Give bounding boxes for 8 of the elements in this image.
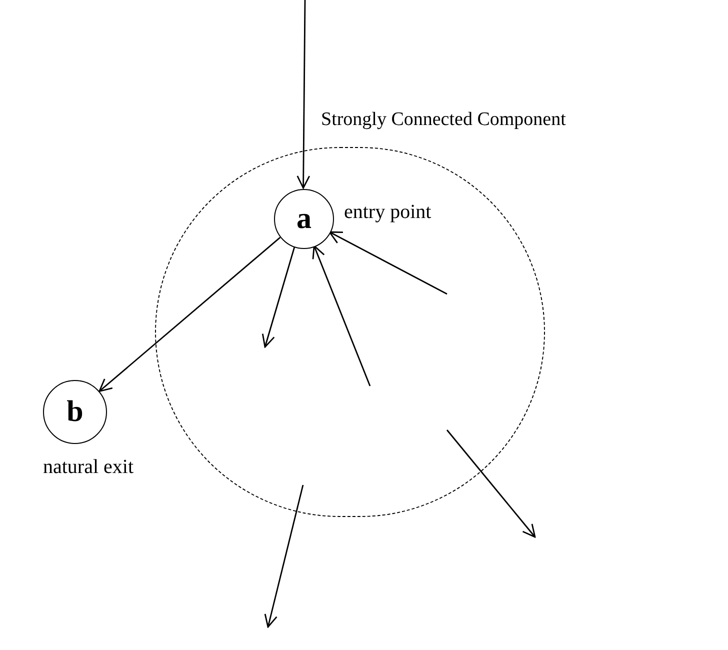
node-caption: entry point [344,202,432,222]
node-caption: natural exit [43,457,134,477]
arrow [98,236,281,392]
arrow [296,0,310,189]
arrow [262,246,296,348]
component-title: Strongly Connected Component [321,110,566,129]
arrow [312,245,371,386]
arrow [328,231,448,295]
